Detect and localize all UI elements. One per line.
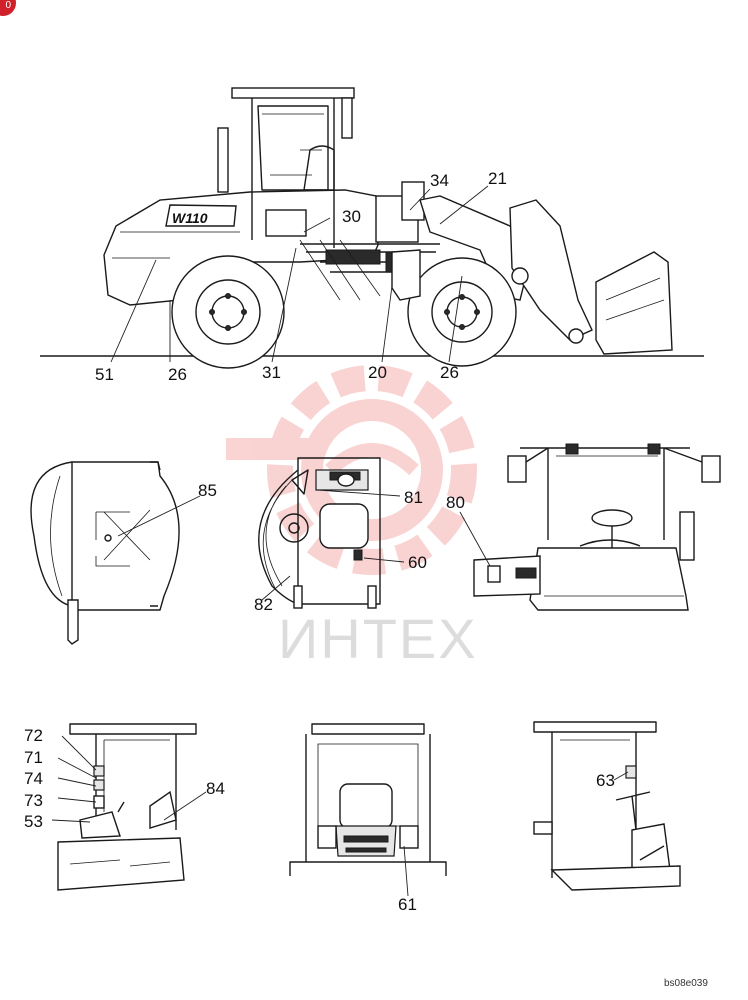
cab-front-perspective-view bbox=[459, 443, 721, 611]
callout-74: 74 bbox=[24, 769, 43, 788]
callout-34: 34 bbox=[430, 171, 449, 190]
callout-20: 20 bbox=[368, 363, 387, 382]
leader-63 bbox=[613, 771, 629, 781]
figure-code: bs08e039 bbox=[664, 978, 708, 989]
leader-80 bbox=[459, 511, 491, 567]
cab-floor-top-view bbox=[258, 457, 405, 609]
callout-61: 61 bbox=[398, 895, 417, 914]
loader-arm-and-bucket bbox=[419, 195, 673, 355]
callout-53: 53 bbox=[24, 812, 43, 831]
callout-73: 73 bbox=[24, 791, 43, 810]
cab-roof-top-view bbox=[30, 461, 201, 645]
callout-30: 30 bbox=[342, 207, 361, 226]
cabin bbox=[231, 87, 355, 248]
callout-84: 84 bbox=[206, 779, 225, 798]
callout-82: 82 bbox=[254, 595, 273, 614]
left-side-leader-lines bbox=[51, 735, 207, 823]
callout-51: 51 bbox=[95, 365, 114, 384]
cab-left-side-view bbox=[51, 723, 207, 891]
center-joint bbox=[391, 249, 421, 301]
page-corner-badge: 0 bbox=[0, 0, 16, 16]
rear-body-panel-lines bbox=[112, 231, 240, 259]
callout-21: 21 bbox=[488, 169, 507, 188]
watermark-gear-logo bbox=[226, 365, 477, 575]
callout-60: 60 bbox=[408, 553, 427, 572]
cab-right-side-view bbox=[533, 721, 681, 891]
corner-badge-text: 0 bbox=[5, 0, 11, 11]
callout-85: 85 bbox=[198, 481, 217, 500]
model-mark-text: W110 bbox=[172, 210, 208, 226]
exhaust-pipe bbox=[217, 127, 229, 193]
callout-63: 63 bbox=[596, 771, 615, 790]
rear-wheel bbox=[171, 255, 285, 369]
leader-61 bbox=[403, 845, 409, 897]
wheel-loader-side-view: W110 bbox=[40, 87, 704, 369]
side-view-leader-lines bbox=[110, 185, 489, 363]
leader-85 bbox=[117, 495, 201, 537]
cab-rear-view bbox=[289, 723, 447, 897]
callout-labels: 51 26 31 20 26 30 34 21 85 81 60 82 80 7… bbox=[24, 169, 615, 914]
callout-71: 71 bbox=[24, 748, 43, 767]
watermark-text: ИНТЕХ bbox=[278, 607, 478, 670]
callout-31: 31 bbox=[262, 363, 281, 382]
callout-80: 80 bbox=[446, 493, 465, 512]
callout-26-front: 26 bbox=[440, 363, 459, 382]
floor-view-leader-lines bbox=[261, 489, 405, 601]
model-decal-panel bbox=[165, 204, 237, 227]
callout-26-rear: 26 bbox=[168, 365, 187, 384]
callout-81: 81 bbox=[404, 488, 423, 507]
callout-72: 72 bbox=[24, 726, 43, 745]
front-wheel bbox=[407, 257, 517, 367]
